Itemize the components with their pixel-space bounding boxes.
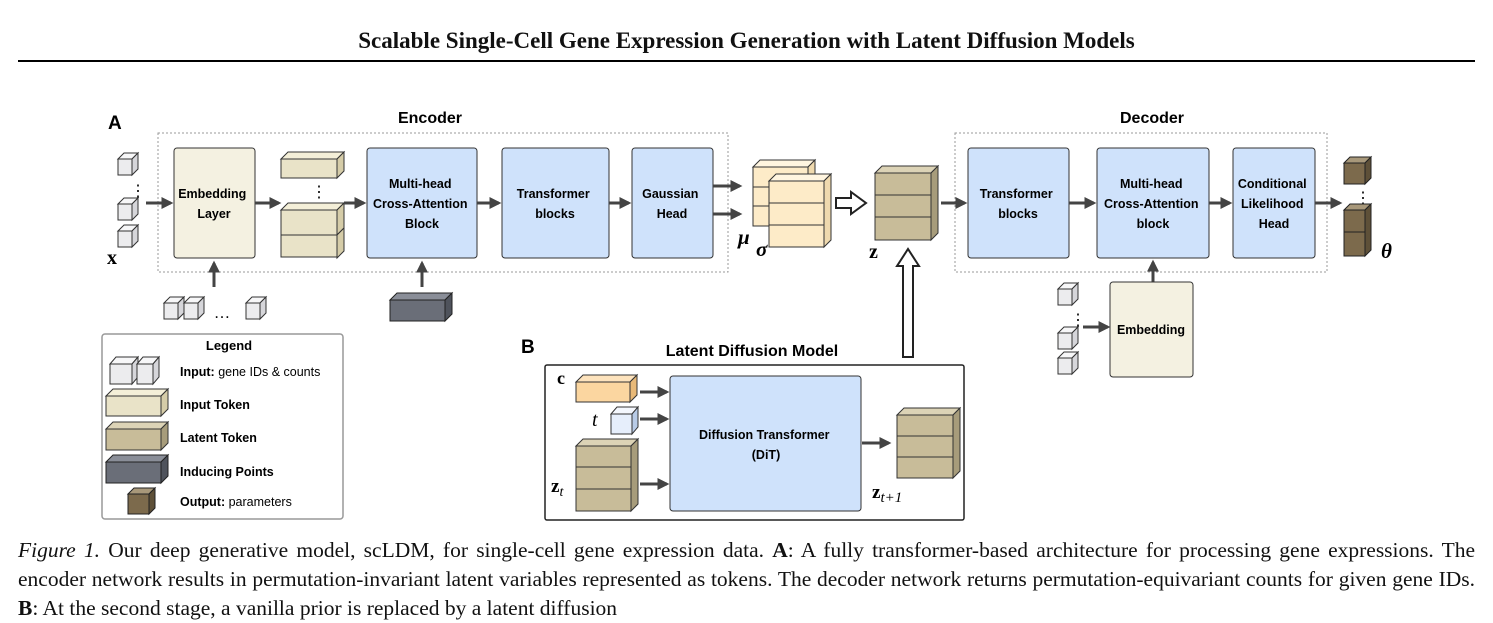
svg-text:Gaussian Head: Gaussian Head xyxy=(642,187,702,221)
cross-attn-dec-line3: block xyxy=(1137,217,1170,231)
legend-output-icon xyxy=(126,486,157,516)
decoder-arrows xyxy=(941,197,1343,333)
cross-attn-enc-line1: Multi-head xyxy=(389,177,452,191)
page-title: Scalable Single-Cell Gene Expression Gen… xyxy=(358,28,1135,53)
theta-symbol: θ xyxy=(1381,239,1392,263)
panel-b-label: B xyxy=(521,337,535,358)
ellipsis-symbol: … xyxy=(214,305,230,322)
title-rule xyxy=(18,60,1475,62)
svg-text:Diffusion Transformer (DiT: Diffusion Transformer (DiT) xyxy=(699,428,833,462)
output-cubes: ⋮ xyxy=(1342,155,1373,258)
svg-text:Embedding Layer: Embedding Layer xyxy=(178,187,250,221)
transformer-decoder-block xyxy=(967,147,1070,259)
legend-input-token-icon xyxy=(104,387,170,418)
panel-b-arrows xyxy=(640,386,892,490)
figure-caption: Figure 1. Our deep generative model, scL… xyxy=(18,536,1475,623)
zt-symbol: z xyxy=(551,476,560,497)
cross-attn-dec-line2: Cross-Attention xyxy=(1104,197,1198,211)
decoder-title: Decoder xyxy=(1120,110,1184,127)
architecture-figure: A Encoder Decoder ⋮ x Embedding Layer ⋮ … xyxy=(101,110,1392,521)
likelihood-head-line1: Conditional xyxy=(1238,177,1307,191)
vdots-symbol: ⋮ xyxy=(130,183,146,200)
gaussian-head-line2: Head xyxy=(657,207,688,221)
gene-id-cubes: … xyxy=(163,296,267,322)
dit-block xyxy=(669,375,862,512)
hollow-arrow-right xyxy=(835,190,868,216)
caption-figure-label: Figure 1. xyxy=(18,538,101,562)
svg-text:zt: zt xyxy=(551,476,564,500)
z-symbol: z xyxy=(869,241,878,263)
legend-item-5-text: parameters xyxy=(225,495,292,509)
panel-a-label: A xyxy=(108,113,122,134)
legend-latent-token-icon xyxy=(104,420,170,452)
mu-sigma-stacks xyxy=(751,158,833,249)
encoder-arrows xyxy=(146,180,743,287)
zt1-symbol: z xyxy=(872,482,881,503)
legend-item-2: Input Token xyxy=(180,398,250,412)
hollow-arrow-up xyxy=(895,247,921,358)
embedding-layer-line1: Embedding xyxy=(178,187,246,201)
legend-title: Legend xyxy=(206,338,252,353)
inducing-points xyxy=(388,291,454,323)
legend-item-1-bold: Input: xyxy=(180,365,215,379)
caption-text-1: Our deep generative model, scLDM, for si… xyxy=(100,538,773,562)
zt1-stack xyxy=(895,406,962,480)
x-symbol: x xyxy=(107,247,117,269)
svg-text:Transformer blocks: Transformer blocks xyxy=(517,187,593,221)
input-token-stack: ⋮ xyxy=(279,150,346,260)
token-vdots: ⋮ xyxy=(311,184,327,201)
c-symbol: c xyxy=(557,368,565,388)
embedding-label: Embedding xyxy=(1117,323,1185,337)
transformer-enc-line2: blocks xyxy=(535,207,575,221)
output-vdots: ⋮ xyxy=(1355,190,1371,207)
zt-subscript: t xyxy=(559,485,564,500)
decoder-gene-id-cubes: ⋮ xyxy=(1057,282,1086,375)
caption-a: A xyxy=(772,538,788,562)
t-symbol: t xyxy=(592,409,598,431)
gaussian-head-block xyxy=(631,147,714,259)
transformer-dec-line2: blocks xyxy=(998,207,1038,221)
sigma-symbol: σ xyxy=(756,237,768,261)
cross-attn-enc-line2: Cross-Attention xyxy=(373,197,467,211)
legend-item-1-text: gene IDs & counts xyxy=(215,365,321,379)
embedding-layer-line2: Layer xyxy=(197,207,230,221)
transformer-dec-line1: Transformer xyxy=(980,187,1053,201)
caption-text-3: : At the second stage, a vanilla prior i… xyxy=(32,596,618,620)
svg-text:Transformer blocks: Transformer blocks xyxy=(980,187,1056,221)
svg-text:Multi-head Cross-Attention: Multi-head Cross-Attention Block xyxy=(373,177,471,231)
input-cubes: ⋮ xyxy=(117,152,146,248)
dit-line2: (DiT) xyxy=(752,448,780,462)
transformer-enc-line1: Transformer xyxy=(517,187,590,201)
transformer-encoder-block xyxy=(501,147,610,259)
caption-b: B xyxy=(18,596,33,620)
legend-item-3: Latent Token xyxy=(180,431,257,445)
svg-text:Input: gene IDs & counts: Input: gene IDs & counts xyxy=(180,365,320,379)
panel-b-title: Latent Diffusion Model xyxy=(666,343,838,360)
caption-text-2: : A fully transformer-based architecture… xyxy=(18,538,1475,591)
z-latent-stack xyxy=(873,164,940,242)
cross-attn-enc-line3: Block xyxy=(405,217,439,231)
svg-text:Conditional Likelihood: Conditional Likelihood Head xyxy=(1238,177,1310,231)
mu-symbol: μ xyxy=(737,225,750,249)
svg-text:Output: parameters: Output: parameters xyxy=(180,495,292,509)
svg-text:Multi-head Cross-Attention: Multi-head Cross-Attention block xyxy=(1104,177,1202,231)
legend-input-icon xyxy=(108,355,161,386)
zt-stack xyxy=(574,437,640,513)
legend-inducing-icon xyxy=(104,453,170,485)
t-cube xyxy=(609,405,640,436)
legend-item-4: Inducing Points xyxy=(180,465,274,479)
embedding-layer-block xyxy=(173,147,256,259)
zt1-subscript: t+1 xyxy=(880,490,902,506)
dit-line1: Diffusion Transformer xyxy=(699,428,830,442)
svg-text:zt+1: zt+1 xyxy=(872,482,902,506)
cross-attn-dec-line1: Multi-head xyxy=(1120,177,1183,191)
legend-item-5-bold: Output: xyxy=(180,495,225,509)
dec-vdots: ⋮ xyxy=(1070,312,1086,329)
encoder-title: Encoder xyxy=(398,110,462,127)
likelihood-head-line2: Likelihood xyxy=(1241,197,1304,211)
gaussian-head-line1: Gaussian xyxy=(642,187,698,201)
likelihood-head-line3: Head xyxy=(1259,217,1290,231)
c-token xyxy=(574,373,639,404)
embedding-block xyxy=(1109,281,1194,378)
